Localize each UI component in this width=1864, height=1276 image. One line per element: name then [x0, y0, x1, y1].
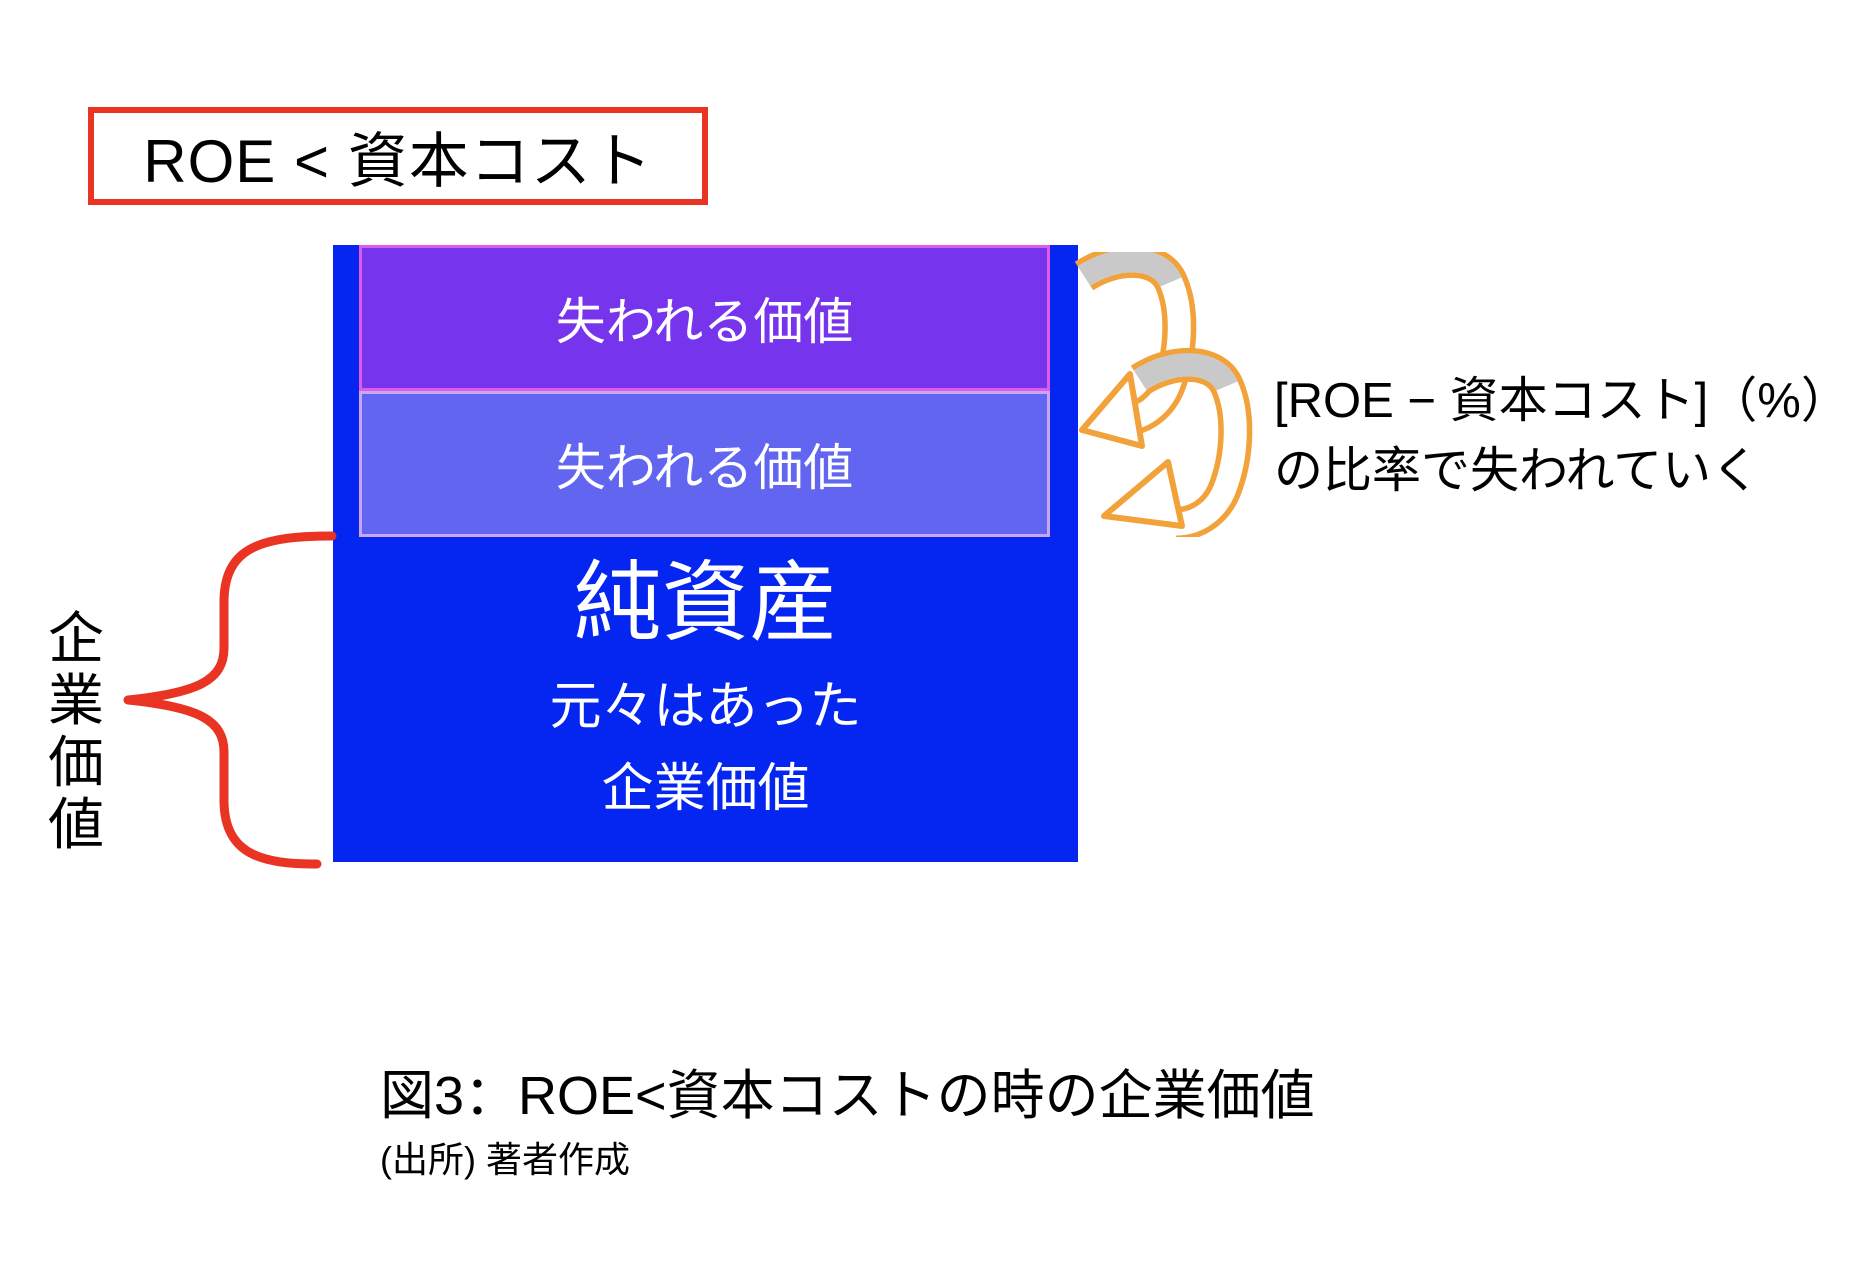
figure-caption: 図3：ROE<資本コストの時の企業価値 (出所) 著者作成	[380, 1064, 1315, 1182]
value-stack: 失われる価値 失われる価値 純資産 元々はあった 企業価値	[333, 245, 1078, 862]
net-assets-subline-1: 元々はあった	[549, 678, 862, 736]
lost-value-band-2-label: 失われる価値	[555, 440, 854, 496]
net-assets-subline-2: 企業価値	[601, 760, 810, 818]
loss-rate-annotation: [ROE − 資本コスト]（%） の比率で失われていく	[1274, 366, 1850, 506]
loss-rate-annotation-line-1: [ROE − 資本コスト]（%）	[1274, 374, 1850, 428]
formula-text: ROE < 資本コスト	[143, 127, 653, 195]
net-assets-label: 純資産	[573, 553, 838, 652]
net-assets-block: 純資産 元々はあった 企業価値	[333, 555, 1078, 821]
formula-box: ROE < 資本コスト	[88, 107, 708, 205]
figure-caption-source: (出所) 著者作成	[380, 1139, 630, 1180]
figure-caption-title: 図3：ROE<資本コストの時の企業価値	[380, 1066, 1315, 1126]
curly-brace-icon	[123, 531, 337, 869]
corporate-value-vertical-label: 企業価値	[48, 607, 104, 856]
lost-value-band-2: 失われる価値	[359, 391, 1050, 537]
loss-rate-annotation-line-2: の比率で失われていく	[1274, 444, 1761, 498]
lost-value-band-1-label: 失われる価値	[555, 294, 854, 350]
lost-value-band-1: 失われる価値	[359, 245, 1050, 391]
spiral-arrows-icon	[1074, 252, 1253, 537]
